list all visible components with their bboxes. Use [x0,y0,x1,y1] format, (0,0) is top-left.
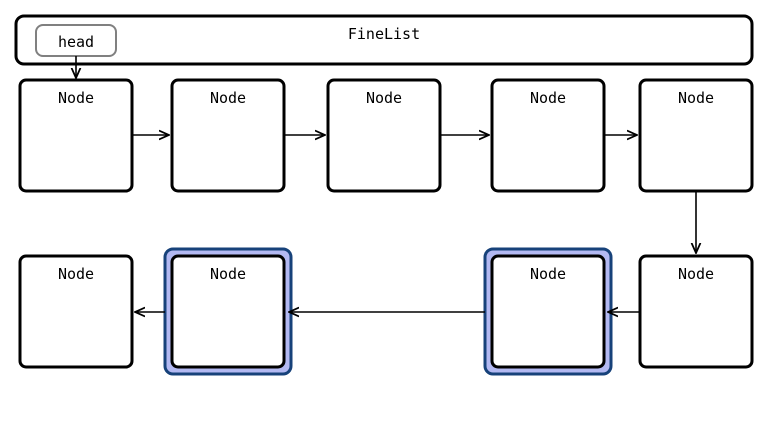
list-node: Node [638,78,754,193]
node-label: Node [210,89,246,107]
node-box [326,78,442,193]
node-label: Node [530,265,566,283]
list-node: Node [483,247,613,376]
arrows-layer [133,135,696,312]
node-box [18,254,134,369]
node-box [170,254,286,369]
list-node: Node [326,78,442,193]
list-node: Node [490,78,606,193]
head-pointer-label: head [58,33,94,51]
node-box [170,78,286,193]
node-label: Node [678,265,714,283]
node-label: Node [210,265,246,283]
node-box [638,78,754,193]
node-label: Node [530,89,566,107]
finelist-container [14,14,754,66]
node-label: Node [58,89,94,107]
list-node: Node [163,247,293,376]
node-label: Node [678,89,714,107]
list-node: Node [18,78,134,193]
list-node: Node [638,254,754,369]
node-box [18,78,134,193]
node-label: Node [366,89,402,107]
list-node: Node [18,254,134,369]
node-box [490,78,606,193]
list-node: Node [170,78,286,193]
finelist-title: FineList [348,25,420,43]
node-box [490,254,606,369]
node-label: Node [58,265,94,283]
